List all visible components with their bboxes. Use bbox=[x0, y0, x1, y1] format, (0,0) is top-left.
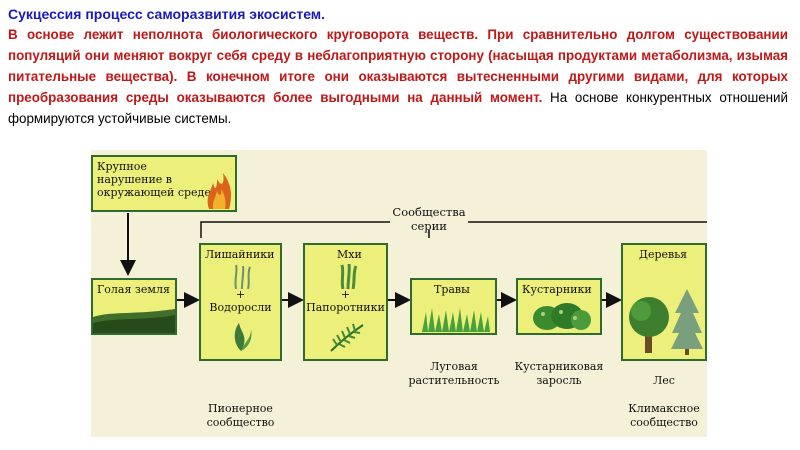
shrubs-box: Кустарники bbox=[516, 278, 602, 335]
disturbance-label: Крупное нарушение в окружающей среде bbox=[97, 160, 211, 199]
pioneer-caption: Пионерное сообщество bbox=[206, 402, 275, 429]
bare-ground-box: Голая земля bbox=[91, 278, 177, 335]
forest-caption: Лес bbox=[653, 374, 675, 387]
shrub-caption: Кустарниковая заросль bbox=[514, 360, 604, 387]
lichens-algae-box: Лишайники + Водоросли bbox=[199, 243, 282, 361]
disturbance-box: Крупное нарушение в окружающей среде bbox=[91, 155, 237, 212]
lichens-label: Лишайники bbox=[205, 248, 275, 261]
fire-icon bbox=[207, 173, 231, 209]
tree-icon bbox=[629, 289, 703, 355]
grasses-box: Травы bbox=[410, 278, 497, 335]
lichen-icon bbox=[234, 264, 251, 289]
shrub-icon bbox=[533, 303, 591, 330]
moss-icon bbox=[340, 263, 358, 289]
algae-label: Водоросли bbox=[209, 301, 272, 314]
meadow-caption: Луговая растительность bbox=[408, 360, 500, 387]
description-paragraph: В основе лежит неполнота биологического … bbox=[8, 24, 788, 129]
mosses-ferns-box: Мхи + Папоротники bbox=[303, 243, 388, 361]
series-label: Сообщества серии bbox=[392, 205, 466, 233]
plus-sign-1: + bbox=[235, 288, 246, 301]
fern-icon bbox=[330, 323, 364, 352]
trees-box: Деревья bbox=[621, 243, 707, 361]
succession-diagram: Сообщества серии Крупное нарушение в окр… bbox=[91, 150, 707, 437]
soil-icon bbox=[93, 309, 175, 333]
slide-title: Сукцессия процесс саморазвития экосистем… bbox=[8, 6, 326, 22]
shrubs-label: Кустарники bbox=[522, 283, 592, 296]
emphasis-text: В основе лежит неполнота биологического … bbox=[8, 27, 788, 105]
diagram-connectors bbox=[120, 213, 707, 308]
algae-icon bbox=[234, 323, 252, 351]
grasses-label: Травы bbox=[434, 283, 470, 296]
trees-label: Деревья bbox=[639, 248, 688, 261]
grass-icon bbox=[422, 308, 490, 332]
ferns-label: Папоротники bbox=[306, 301, 385, 314]
mosses-label: Мхи bbox=[337, 248, 362, 261]
bare-ground-label: Голая земля bbox=[97, 283, 170, 296]
conclusion-text: На основе конкурентных отношений формиру… bbox=[8, 90, 789, 126]
climax-caption: Климаксное сообщество bbox=[628, 402, 700, 429]
series-bracket bbox=[200, 221, 707, 238]
plus-sign-2: + bbox=[340, 288, 351, 301]
